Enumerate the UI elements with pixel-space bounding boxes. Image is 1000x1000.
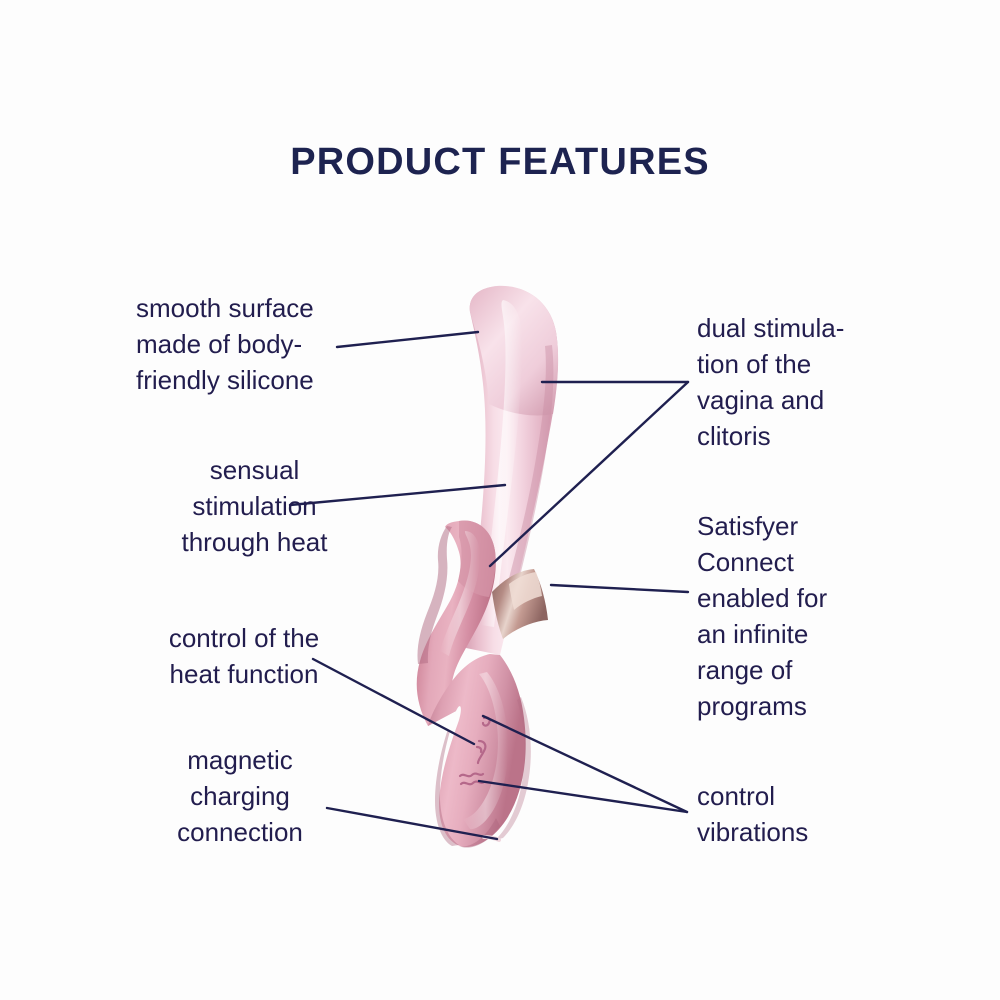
label-magnetic-charging: magnetic charging connection xyxy=(177,745,303,847)
label-control-vibrations: control vibrations xyxy=(697,781,809,847)
label-satisfyer-connect: Satisfyer Connect enabled for an infinit… xyxy=(697,511,828,721)
label-smooth-surface: smooth surface made of body- friendly si… xyxy=(136,293,314,395)
label-sensual-heat: sensual stimulation through heat xyxy=(181,455,328,557)
decorative-band xyxy=(492,569,548,639)
page-title: PRODUCT FEATURES xyxy=(290,141,710,183)
label-heat-control: control of the heat function xyxy=(168,623,320,689)
label-dual-stimulation: dual stimula- tion of the vagina and cli… xyxy=(697,313,845,451)
